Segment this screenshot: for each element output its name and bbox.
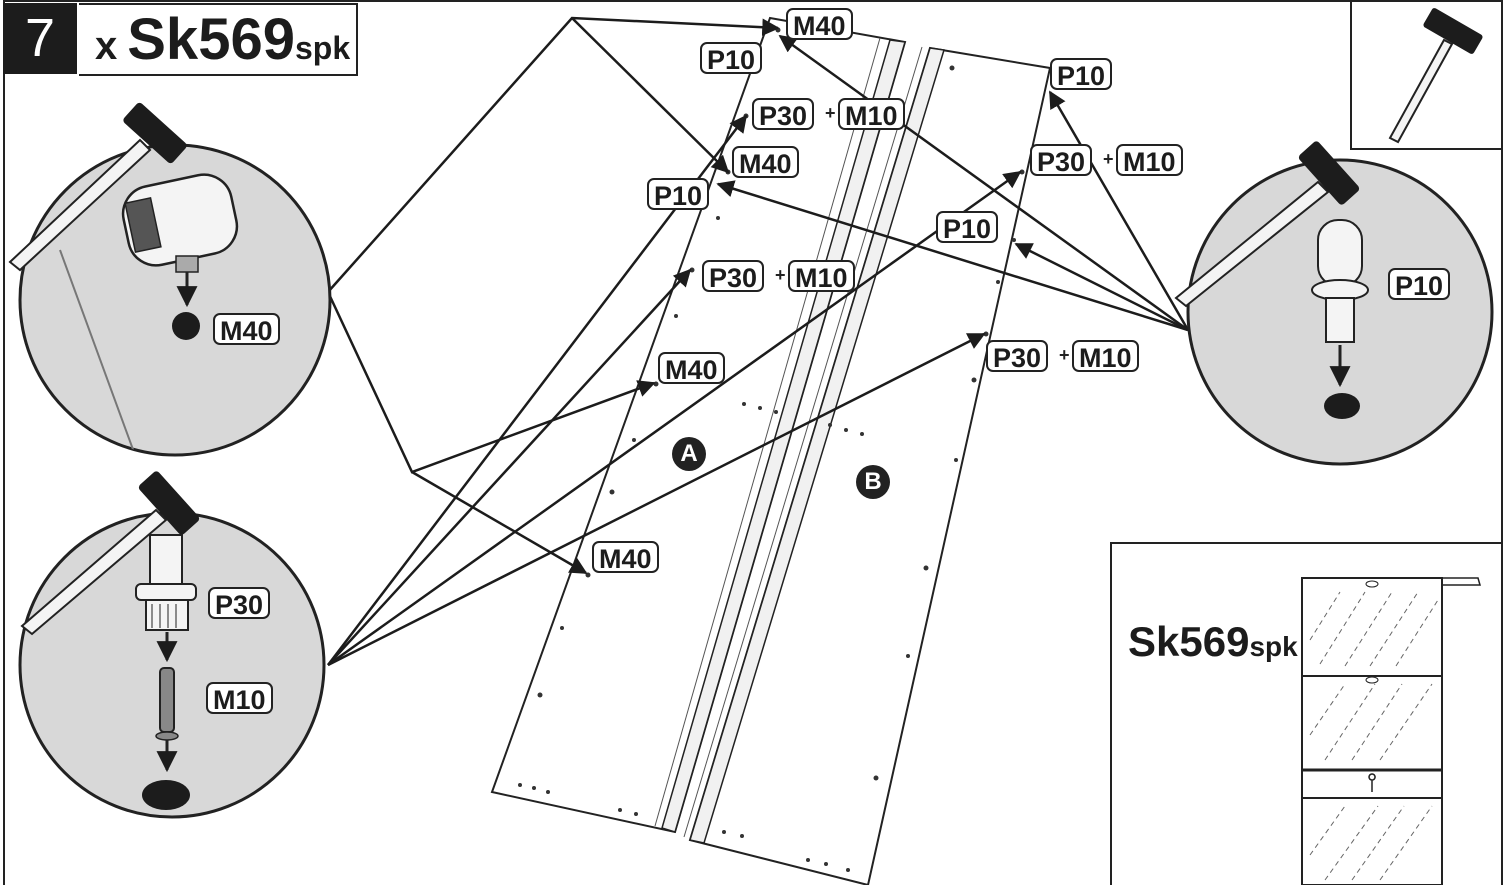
leader-lines [326, 16, 1190, 667]
step-number-badge: 7 [3, 3, 77, 74]
result-model-suffix: spk [1249, 631, 1298, 662]
callout-tag-m40: M40 [213, 313, 280, 346]
tag-m40-2: M40 [732, 146, 799, 179]
dowel-icon [135, 534, 197, 663]
plus-2: + [775, 265, 786, 285]
tag-m40-3: M40 [658, 352, 725, 385]
tag-p10-top-left: P10 [700, 42, 763, 75]
hammer-icon-left-bottom [20, 471, 200, 636]
plus-3: + [1103, 149, 1114, 169]
panel-b-label: B [856, 465, 890, 499]
p10-callout-circle [1186, 158, 1494, 466]
callout-tag-p10: P10 [1388, 268, 1451, 301]
plus-4: + [1059, 345, 1070, 365]
result-model: Sk569 [1128, 618, 1250, 665]
p30-m10-callout-circle [18, 511, 326, 819]
finished-cabinet-illustration [1301, 577, 1481, 885]
plus-1: + [825, 103, 836, 123]
tag-m10-right-low: M10 [1072, 340, 1139, 373]
tag-m40-top: M40 [786, 8, 853, 41]
step-model-suffix: spk [294, 30, 351, 66]
tool-box [1350, 0, 1502, 150]
p10-dowel-icon [1311, 219, 1369, 419]
tag-p30-2: P30 [702, 260, 765, 293]
tag-m10-2: M10 [788, 260, 855, 293]
result-box [1110, 542, 1502, 885]
step-quantity: x [95, 24, 118, 68]
tag-p10-right-top: P10 [1050, 58, 1113, 91]
tag-p30-right-low: P30 [986, 340, 1049, 373]
cam-bolt-icon [142, 667, 190, 810]
step-model: Sk569 [127, 7, 295, 72]
tag-p10-right-mid: P10 [936, 211, 999, 244]
page-frame [3, 0, 1503, 885]
tag-p30-right: P30 [1030, 144, 1093, 177]
tag-m10-right: M10 [1116, 144, 1183, 177]
callout-tag-p30: P30 [208, 587, 271, 620]
drill-icon [121, 173, 239, 340]
hammer-icon-right [1174, 141, 1360, 308]
callout-tag-m10: M10 [206, 682, 273, 715]
panel-a-label: A [672, 437, 706, 471]
tag-m40-4: M40 [592, 541, 659, 574]
m40-callout-circle [18, 143, 332, 457]
hammer-icon [1388, 8, 1483, 144]
result-model-label: Sk569spk [1128, 618, 1298, 666]
tag-p10-2: P10 [647, 178, 710, 211]
tag-m10-1: M10 [838, 98, 905, 131]
tag-p30-1: P30 [752, 98, 815, 131]
hammer-icon-left-top [8, 102, 187, 272]
